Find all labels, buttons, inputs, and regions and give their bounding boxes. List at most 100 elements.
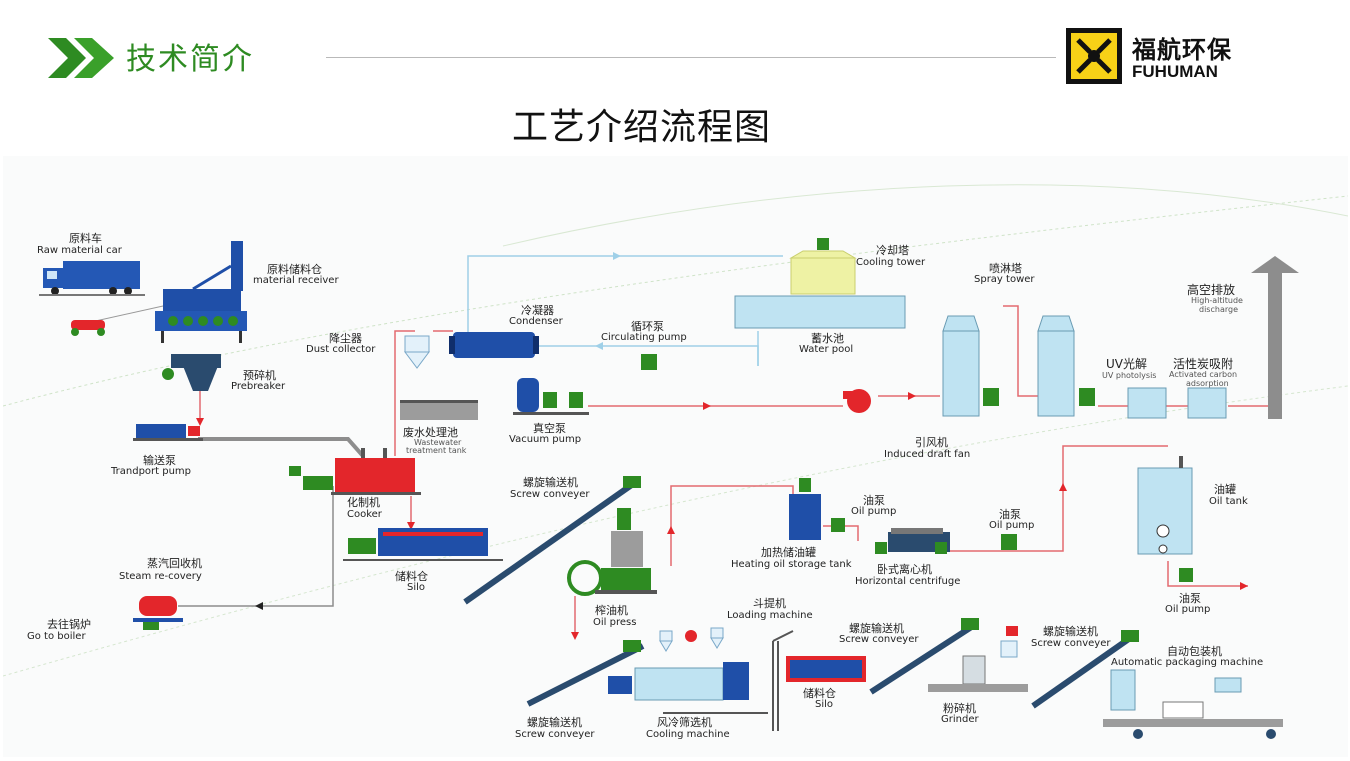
centrifuge-label: 卧式离心机 [877, 562, 932, 576]
uv-unit-icon [1127, 387, 1167, 419]
spray-tower-label: 喷淋塔 [989, 262, 1022, 275]
cyclone-icon [659, 627, 724, 652]
oil-pump2-label-en: Oil pump [989, 520, 1034, 531]
wastewater-label: 废水处理池 [403, 425, 458, 439]
draft-fan-label: 引风机 [915, 435, 948, 449]
wastewater-label-en1: Wastewater [414, 438, 462, 447]
oil-pump3-label: 油泵 [1179, 591, 1201, 605]
uv-label: UV光解 [1106, 357, 1147, 371]
spray-tower-icon [942, 315, 1095, 417]
logo-name-cn: 福航环保 [1132, 36, 1232, 64]
transport-pump-label: 输送泵 [143, 453, 176, 467]
oil-press-icon [567, 508, 657, 596]
section-arrow-icon [48, 38, 114, 78]
uv-label-en: UV photolysis [1102, 371, 1156, 380]
water-pool-label-en: Water pool [799, 344, 853, 355]
dust-collector-icon [404, 335, 430, 369]
silo2-label: 储料仓 [803, 686, 836, 700]
carbon-label-en1: Activated carbon [1169, 370, 1237, 379]
cart-icon [71, 320, 105, 336]
silo2-label-en: Silo [815, 699, 833, 710]
cooling-tower-label-en: Cooling tower [856, 257, 926, 268]
steam-recovery-label: 蒸汽回收机 [147, 556, 202, 570]
screw1-label: 螺旋输送机 [523, 475, 578, 489]
condenser-label-en: Condenser [509, 316, 564, 327]
wastewater-label-en2: treatment tank [406, 446, 467, 455]
screw3-label: 螺旋输送机 [1043, 624, 1098, 638]
carbon-unit-icon [1187, 387, 1227, 419]
circulating-pump-icon [641, 354, 657, 370]
circulating-pump-label-en: Circulating pump [601, 332, 687, 343]
page-title: 工艺介绍流程图 [512, 107, 772, 148]
loading-label-en: Loading machine [727, 610, 813, 621]
receiver-icon [155, 241, 247, 343]
heating-tank-label: 加热储油罐 [761, 545, 816, 559]
screw-conveyor-icon [463, 481, 1135, 709]
transport-pump-icon [133, 424, 203, 441]
screw2-label: 螺旋输送机 [849, 621, 904, 635]
oil-pump-icon [1001, 534, 1017, 550]
oil-pump-icon [1179, 568, 1193, 582]
carbon-label: 活性炭吸附 [1173, 357, 1233, 371]
oil-pump3-label-en: Oil pump [1165, 604, 1210, 615]
oil-pump-icon [831, 518, 845, 532]
heating-tank-label-en: Heating oil storage tank [731, 559, 852, 570]
carbon-label-en2: adsorption [1186, 379, 1229, 388]
cooling-tower-label: 冷却塔 [876, 244, 909, 257]
discharge-label-en1: High-altitude [1191, 296, 1243, 305]
condenser-icon [449, 332, 539, 358]
steam-recovery-label-en: Steam re-covery [119, 571, 202, 582]
centrifuge-icon [875, 528, 950, 554]
steam-recovery-icon [133, 596, 183, 630]
receiver-label-en: material receiver [253, 275, 339, 286]
oil-tank-label-en: Oil tank [1209, 496, 1248, 507]
dust-collector-label-en: Dust collector [306, 344, 376, 355]
prebreaker-label: 预碎机 [243, 368, 276, 382]
silo-conveyor-icon [343, 528, 503, 561]
packaging-label: 自动包装机 [1167, 644, 1222, 658]
screw4-label: 螺旋输送机 [527, 715, 582, 729]
wastewater-tank-icon [400, 400, 478, 420]
raw-car-label-en: Raw material car [37, 245, 123, 256]
logo-name-en: FUHUMAN [1132, 62, 1218, 81]
screw1-label-en: Screw conveyer [510, 489, 590, 500]
transport-pump-label-en: Trandport pump [110, 466, 191, 477]
vacuum-pump-icon [513, 378, 589, 415]
water-pool-icon [734, 295, 906, 329]
cooker-icon [289, 448, 421, 495]
oil-pump2-label: 油泵 [999, 507, 1021, 521]
oil-tank-icon [1137, 456, 1193, 555]
vacuum-pump-label-en: Vacuum pump [509, 434, 581, 445]
centrifuge-label-en: Horizontal centrifuge [855, 576, 960, 587]
silo1-label: 储料仓 [395, 569, 428, 583]
draft-fan-icon [843, 389, 871, 413]
oil-pump1-label-en: Oil pump [851, 506, 896, 517]
cooling-machine-icon [608, 662, 749, 701]
cooker-label-en: Cooker [347, 509, 383, 520]
header-divider [326, 57, 1056, 58]
process-flow-diagram: 原料车 Raw material car 原料储料仓 material rece… [2, 156, 1349, 757]
dust-collector-label: 降尘器 [329, 331, 362, 345]
loading-label: 斗提机 [753, 596, 786, 610]
oil-press-label: 榨油机 [595, 603, 628, 617]
receiver-label: 原料储料仓 [267, 262, 322, 276]
packaging-label-en: Automatic packaging machine [1111, 657, 1263, 668]
flow-diagram-svg: 原料车 Raw material car 原料储料仓 material rece… [2, 184, 1349, 740]
cooling-tower-icon [789, 238, 857, 295]
screw4-label-en: Screw conveyer [515, 729, 595, 740]
oil-tank-label: 油罐 [1214, 482, 1236, 496]
condenser-label: 冷凝器 [521, 303, 554, 317]
section-title: 技术简介 [126, 42, 254, 77]
discharge-label: 高空排放 [1187, 282, 1235, 297]
water-pool-label: 蓄水池 [811, 332, 844, 345]
silo1-label-en: Silo [407, 582, 425, 593]
screw2-label-en: Screw conveyer [839, 634, 919, 645]
prebreaker-icon [162, 354, 221, 391]
circulating-pump-label: 循环泵 [631, 320, 664, 333]
raw-car-label: 原料车 [69, 231, 102, 245]
chimney-icon [1251, 256, 1299, 419]
truck-icon [39, 261, 145, 296]
discharge-label-en2: discharge [1199, 305, 1238, 314]
boiler-label: 去往锅炉 [47, 617, 91, 631]
screw3-label-en: Screw conveyer [1031, 638, 1111, 649]
